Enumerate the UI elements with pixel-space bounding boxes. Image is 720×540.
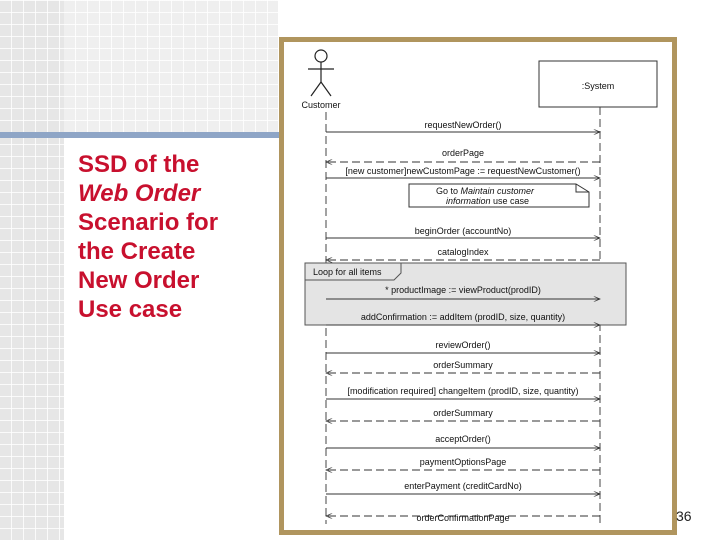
page-number: 36 — [676, 508, 692, 524]
message-label: orderSummary — [433, 360, 493, 370]
background-pattern-top — [64, 0, 278, 132]
note-box: Go to Maintain customer information use … — [408, 183, 590, 208]
title-line: Web Order — [78, 180, 201, 207]
message-label: [modification required] changeItem (prod… — [347, 386, 578, 396]
title-line: Use case — [78, 296, 183, 323]
title-line: the Create — [78, 238, 196, 265]
message-label: requestNewOrder() — [424, 120, 501, 130]
note-text: Go to — [436, 186, 461, 196]
title-line: SSD of the — [78, 151, 200, 178]
svg-text:Go to Maintain customer: Go to Maintain customer — [436, 186, 535, 196]
system-object: :System — [538, 60, 658, 108]
messages-layer: requestNewOrder() orderPage [new customer]… — [326, 120, 600, 523]
actor-label: Customer — [301, 100, 340, 110]
message-label: catalogIndex — [437, 247, 489, 257]
note-text: Maintain customer — [461, 186, 536, 196]
sequence-diagram: Customer :System Go to Maintain customer… — [301, 49, 658, 524]
message-label: orderPage — [442, 148, 484, 158]
message-label: enterPayment (creditCardNo) — [404, 481, 522, 491]
background-pattern-left — [0, 0, 64, 540]
message-label: orderSummary — [433, 408, 493, 418]
loop-fragment: Loop for all items — [304, 262, 627, 326]
svg-text:information use case: information use case — [446, 196, 529, 206]
message-label: addConfirmation := addItem (prodID, size… — [361, 312, 565, 322]
loop-label: Loop for all items — [313, 267, 382, 277]
message-label: [new customer]newCustomPage := requestNe… — [345, 166, 580, 176]
title-line: Scenario for — [78, 209, 219, 236]
message-label: reviewOrder() — [435, 340, 490, 350]
title-line: New Order — [78, 267, 200, 294]
note-text: information — [446, 196, 491, 206]
message-label: orderConfirmationPage — [416, 513, 509, 523]
divider-rule — [0, 132, 286, 138]
message-label: acceptOrder() — [435, 434, 491, 444]
slide-title: SSD of the Web Order Scenario for the Cr… — [78, 150, 278, 324]
sequence-diagram-frame: Customer :System Go to Maintain customer… — [279, 37, 677, 535]
message-label: * productImage := viewProduct(prodID) — [385, 285, 541, 295]
actor-customer: Customer — [301, 49, 341, 110]
message-label: beginOrder (accountNo) — [415, 226, 512, 236]
system-label: :System — [582, 81, 615, 91]
message-label: paymentOptionsPage — [420, 457, 507, 467]
note-text: use case — [491, 196, 530, 206]
